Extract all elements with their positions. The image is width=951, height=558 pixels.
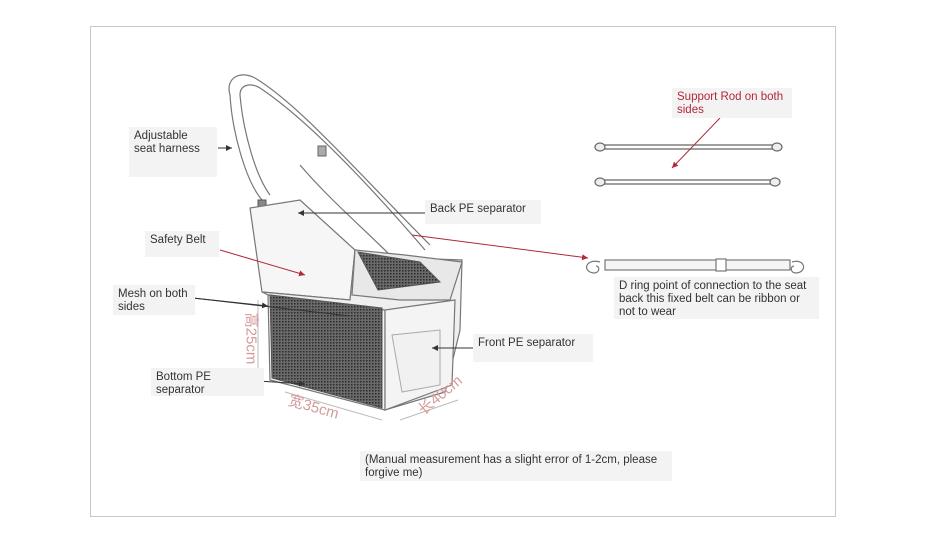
label-back-pe-separator: Back PE separator: [425, 200, 541, 224]
diagram-frame: [90, 26, 836, 517]
label-adjustable-harness: Adjustable seat harness: [129, 127, 217, 177]
buckle-upper: [317, 145, 327, 157]
front-panel: [391, 329, 441, 393]
label-safety-belt: Safety Belt: [145, 231, 219, 257]
mesh-back-panel: [357, 251, 442, 291]
mesh-side-panel: [269, 294, 383, 409]
d-ring-belt: [586, 258, 805, 274]
label-measurement-note: (Manual measurement has a slight error o…: [360, 451, 672, 481]
label-d-ring: D ring point of connection to the seat b…: [614, 277, 819, 319]
label-front-pe-separator: Front PE separator: [473, 334, 593, 362]
dimension-height: 高25cm: [242, 312, 260, 365]
label-support-rod: Support Rod on both sides: [672, 88, 792, 118]
red-pointers: [219, 117, 721, 277]
support-rod-top: [594, 142, 783, 152]
label-bottom-pe-separator: Bottom PE separator: [151, 368, 264, 396]
support-rod-bottom: [594, 177, 781, 187]
label-mesh-both-sides: Mesh on both sides: [113, 285, 195, 315]
